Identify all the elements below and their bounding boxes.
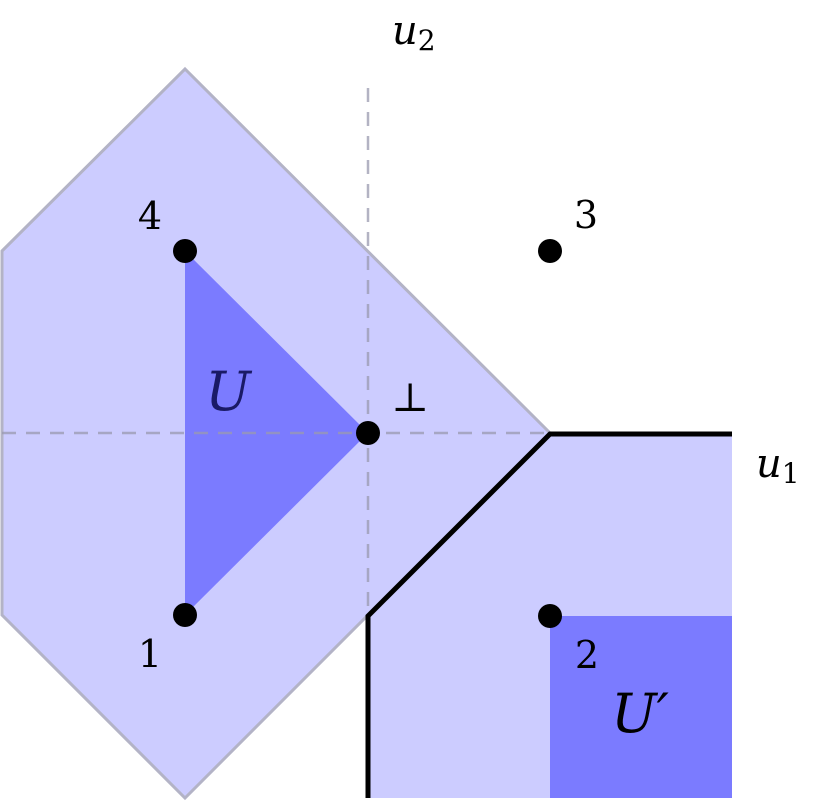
- label-U: U: [205, 360, 252, 423]
- point-3: [538, 239, 562, 263]
- label-bottom: ⊥: [391, 375, 429, 421]
- label-point-3: 3: [574, 193, 598, 237]
- point-4: [173, 239, 197, 263]
- label-U-prime: U′: [611, 682, 669, 745]
- point-bottom: [356, 421, 380, 445]
- label-point-4: 4: [138, 194, 162, 238]
- u-prime-square: [550, 616, 732, 798]
- point-1: [173, 603, 197, 627]
- upper-set-boundary: [365, 431, 732, 798]
- label-point-1: 1: [138, 632, 162, 676]
- label-point-2: 2: [575, 633, 599, 677]
- point-2: [538, 604, 562, 628]
- label-u2: u2: [392, 8, 436, 57]
- label-u1: u1: [756, 441, 800, 490]
